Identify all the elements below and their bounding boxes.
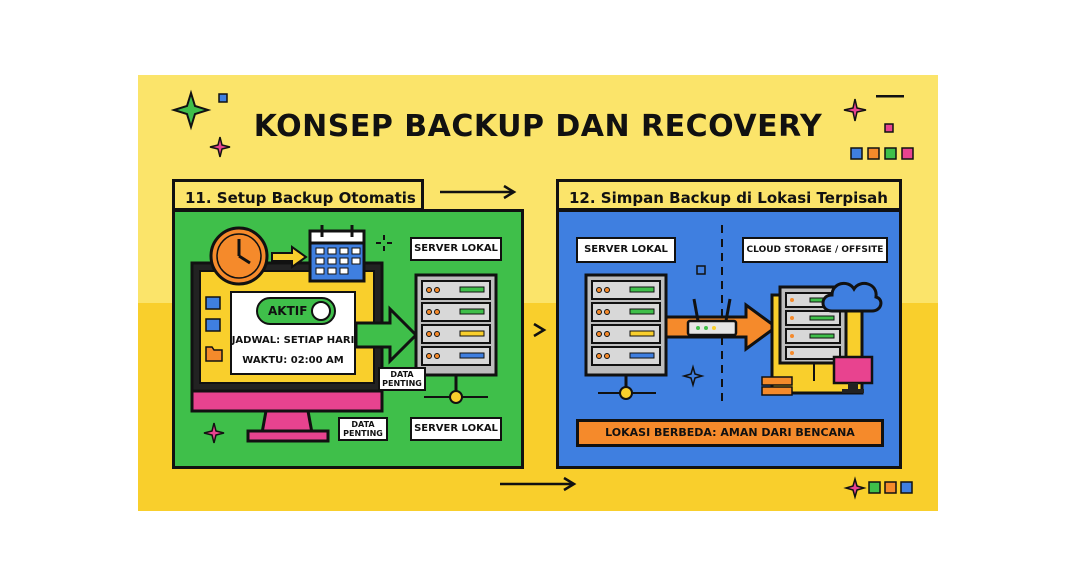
arrow-icon bbox=[533, 322, 547, 338]
sparkle-icon bbox=[203, 422, 225, 444]
line-decoration-icon bbox=[876, 95, 904, 98]
server-lokal-label: SERVER LOKAL bbox=[576, 237, 676, 263]
arrow-icon bbox=[440, 184, 517, 200]
data-penting-tag-bottom: DATA PENTING bbox=[338, 417, 388, 441]
poster: KONSEP BACKUP DAN RECOVERY 11. Setup Bac… bbox=[138, 75, 938, 511]
storage-drives-icon bbox=[761, 376, 793, 396]
arrow-icon bbox=[500, 476, 577, 492]
square-decoration-icon bbox=[218, 93, 228, 103]
offsite-safety-banner: LOKASI BERBEDA: AMAN DARI BENCANA bbox=[576, 419, 884, 447]
cloud-storage-label: CLOUD STORAGE / OFFSITE bbox=[742, 237, 888, 263]
sparkle-icon bbox=[843, 98, 867, 122]
server-lokal-label-bottom: SERVER LOKAL bbox=[410, 417, 502, 441]
sparkle-icon bbox=[376, 235, 392, 251]
cloud-icon bbox=[821, 281, 883, 313]
monitor-icon bbox=[832, 355, 874, 393]
sparkle-icon bbox=[696, 265, 706, 275]
calendar-icon bbox=[308, 225, 366, 283]
time-text: WAKTU: 02:00 AM bbox=[242, 355, 344, 366]
server-lokal-label-top: SERVER LOKAL bbox=[410, 237, 502, 261]
toggle-knob bbox=[311, 301, 331, 321]
auto-backup-toggle[interactable]: AKTIF bbox=[256, 297, 336, 325]
schedule-text: JADWAL: SETIAP HARI bbox=[231, 335, 355, 346]
sparkle-icon bbox=[209, 136, 231, 158]
sparkle-icon bbox=[170, 89, 212, 131]
color-squares-icon bbox=[868, 481, 913, 494]
arrow-icon bbox=[354, 305, 419, 365]
arrow-icon bbox=[271, 245, 308, 269]
panel-setup-backup-heading: 11. Setup Backup Otomatis bbox=[172, 179, 424, 211]
dashed-divider bbox=[721, 225, 723, 405]
square-decoration-icon bbox=[884, 123, 894, 133]
page-title: KONSEP BACKUP DAN RECOVERY bbox=[253, 109, 823, 144]
server-rack-icon bbox=[584, 273, 668, 400]
router-icon bbox=[686, 298, 738, 337]
sparkle-icon bbox=[681, 364, 705, 388]
server-rack-icon bbox=[414, 273, 498, 404]
panel-offsite-backup-heading: 12. Simpan Backup di Lokasi Terpisah bbox=[556, 179, 902, 211]
color-squares-icon bbox=[850, 147, 914, 160]
sparkle-icon bbox=[843, 476, 867, 500]
toggle-label: AKTIF bbox=[268, 304, 308, 318]
data-penting-tag-top: DATA PENTING bbox=[378, 367, 426, 391]
clock-icon bbox=[209, 226, 269, 286]
